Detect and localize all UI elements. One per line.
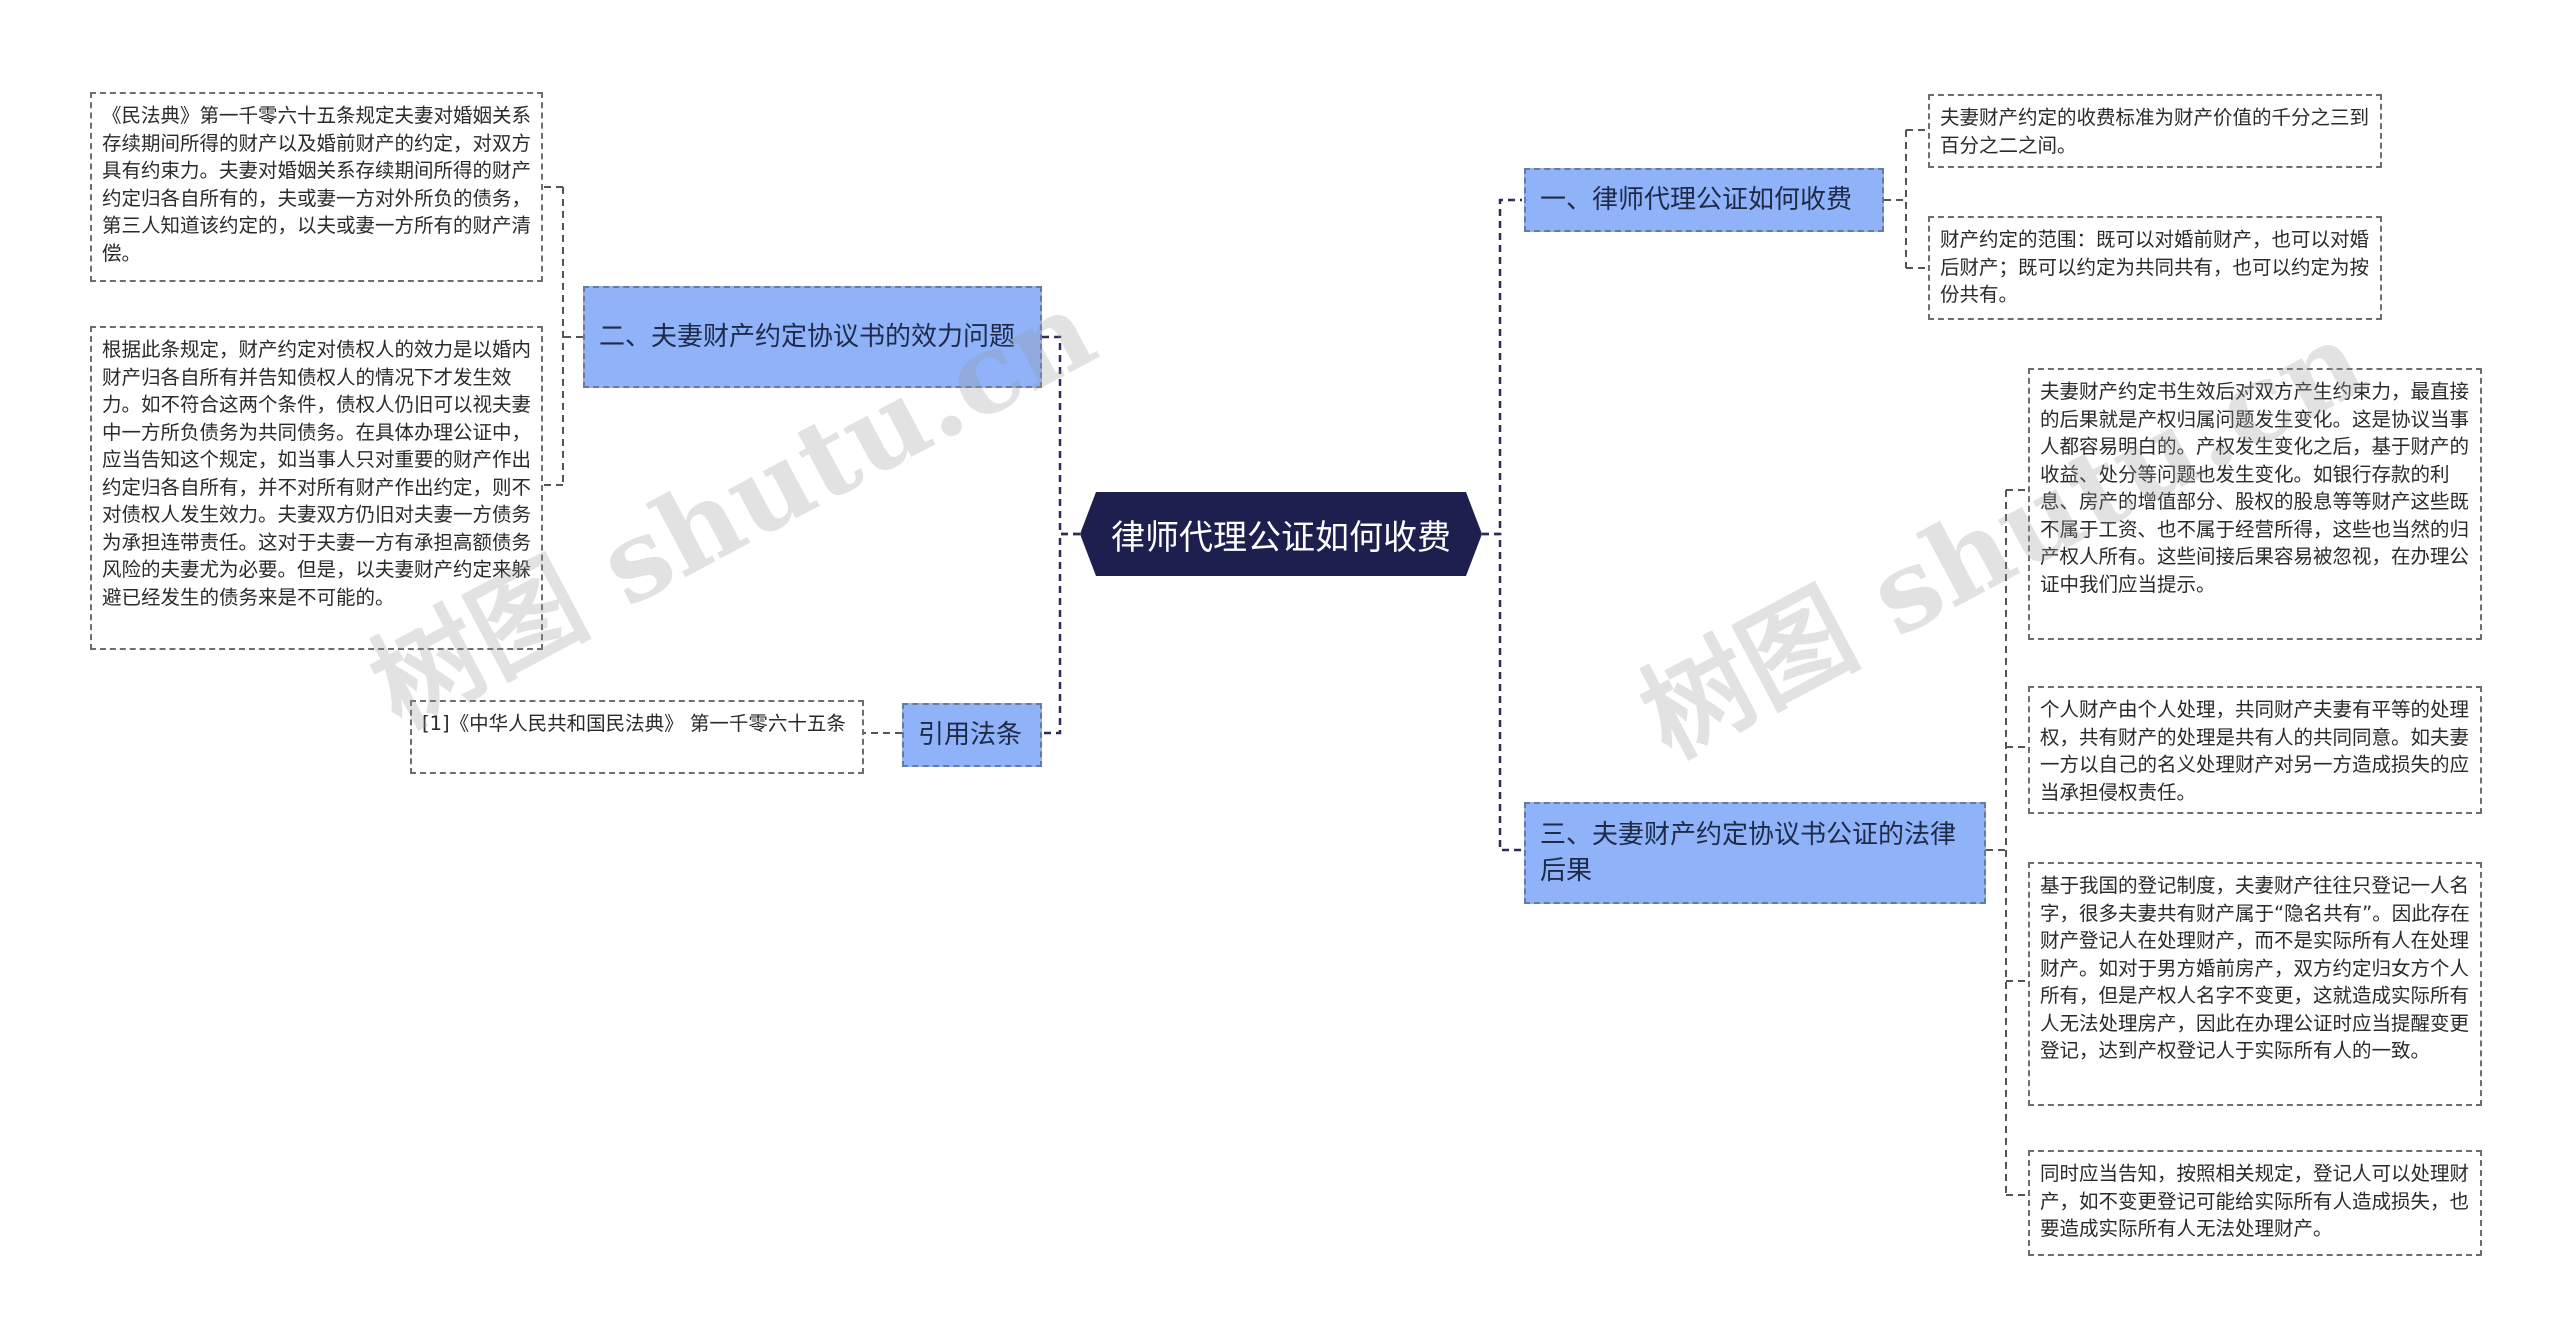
leaf-creditor-effect-text: 根据此条规定，财产约定对债权人的效力是以婚内财产归各自所有并告知债权人的情况下才… (102, 338, 532, 609)
leaf-creditor-effect[interactable]: 根据此条规定，财产约定对债权人的效力是以婚内财产归各自所有并告知债权人的情况下才… (90, 326, 543, 650)
leaf-registration-system-text: 基于我国的登记制度，夫妻财产往往只登记一人名字，很多夫妻共有财产属于“隐名共有”… (2040, 874, 2470, 1062)
leaf-personal-property-text: 个人财产由个人处理，共同财产夫妻有平等的处理权，共有财产的处理是共有人的共同同意… (2040, 698, 2470, 804)
link-b2-leaves (543, 186, 583, 486)
root-node[interactable]: 律师代理公证如何收费 (1080, 492, 1482, 576)
leaf-property-scope[interactable]: 财产约定的范围：既可以对婚前财产，也可以对婚后财产；既可以约定为共同共有，也可以… (1928, 216, 2382, 320)
leaf-citation-ref-text: [1]《中华人民共和国民法典》 第一千零六十五条 (422, 712, 846, 735)
leaf-fee-standard-text: 夫妻财产约定的收费标准为财产价值的千分之三到百分之二之间。 (1940, 106, 2370, 157)
link-root-b4 (1042, 532, 1080, 735)
link-root-b1 (1482, 198, 1522, 536)
leaf-notice-registrant[interactable]: 同时应当告知，按照相关规定，登记人可以处理财产，如不变更登记可能给实际所有人造成… (2028, 1150, 2482, 1256)
link-root-b3 (1482, 532, 1522, 852)
leaf-civil-code-article[interactable]: 《民法典》第一千零六十五条规定夫妻对婚姻关系存续期间所得的财产以及婚前财产的约定… (90, 92, 543, 282)
leaf-ownership-change-text: 夫妻财产约定书生效后对双方产生约束力，最直接的后果就是产权归属问题发生变化。这是… (2040, 380, 2470, 596)
branch-validity[interactable]: 二、夫妻财产约定协议书的效力问题 (583, 286, 1042, 388)
branch-citation-label: 引用法条 (918, 720, 1023, 750)
link-b3-leaves (1986, 489, 2028, 1196)
link-root-b2 (1042, 335, 1080, 536)
branch-validity-label: 二、夫妻财产约定协议书的效力问题 (599, 322, 1016, 352)
branch-fee-label: 一、律师代理公证如何收费 (1540, 185, 1853, 215)
leaf-notice-registrant-text: 同时应当告知，按照相关规定，登记人可以处理财产，如不变更登记可能给实际所有人造成… (2040, 1162, 2470, 1240)
leaf-personal-property[interactable]: 个人财产由个人处理，共同财产夫妻有平等的处理权，共有财产的处理是共有人的共同同意… (2028, 686, 2482, 814)
leaf-ownership-change[interactable]: 夫妻财产约定书生效后对双方产生约束力，最直接的后果就是产权归属问题发生变化。这是… (2028, 368, 2482, 640)
branch-legal-consequence-label: 三、夫妻财产约定协议书公证的法律后果 (1540, 820, 1957, 886)
leaf-property-scope-text: 财产约定的范围：既可以对婚前财产，也可以对婚后财产；既可以约定为共同共有，也可以… (1940, 228, 2370, 306)
leaf-citation-ref[interactable]: [1]《中华人民共和国民法典》 第一千零六十五条 (410, 700, 864, 774)
leaf-fee-standard[interactable]: 夫妻财产约定的收费标准为财产价值的千分之三到百分之二之间。 (1928, 94, 2382, 168)
branch-fee[interactable]: 一、律师代理公证如何收费 (1524, 168, 1884, 232)
link-b1-leaves (1884, 129, 1928, 269)
root-label: 律师代理公证如何收费 (1111, 517, 1451, 558)
branch-citation[interactable]: 引用法条 (902, 703, 1042, 767)
branch-legal-consequence[interactable]: 三、夫妻财产约定协议书公证的法律后果 (1524, 802, 1986, 904)
leaf-registration-system[interactable]: 基于我国的登记制度，夫妻财产往往只登记一人名字，很多夫妻共有财产属于“隐名共有”… (2028, 862, 2482, 1106)
leaf-civil-code-article-text: 《民法典》第一千零六十五条规定夫妻对婚姻关系存续期间所得的财产以及婚前财产的约定… (102, 104, 532, 265)
